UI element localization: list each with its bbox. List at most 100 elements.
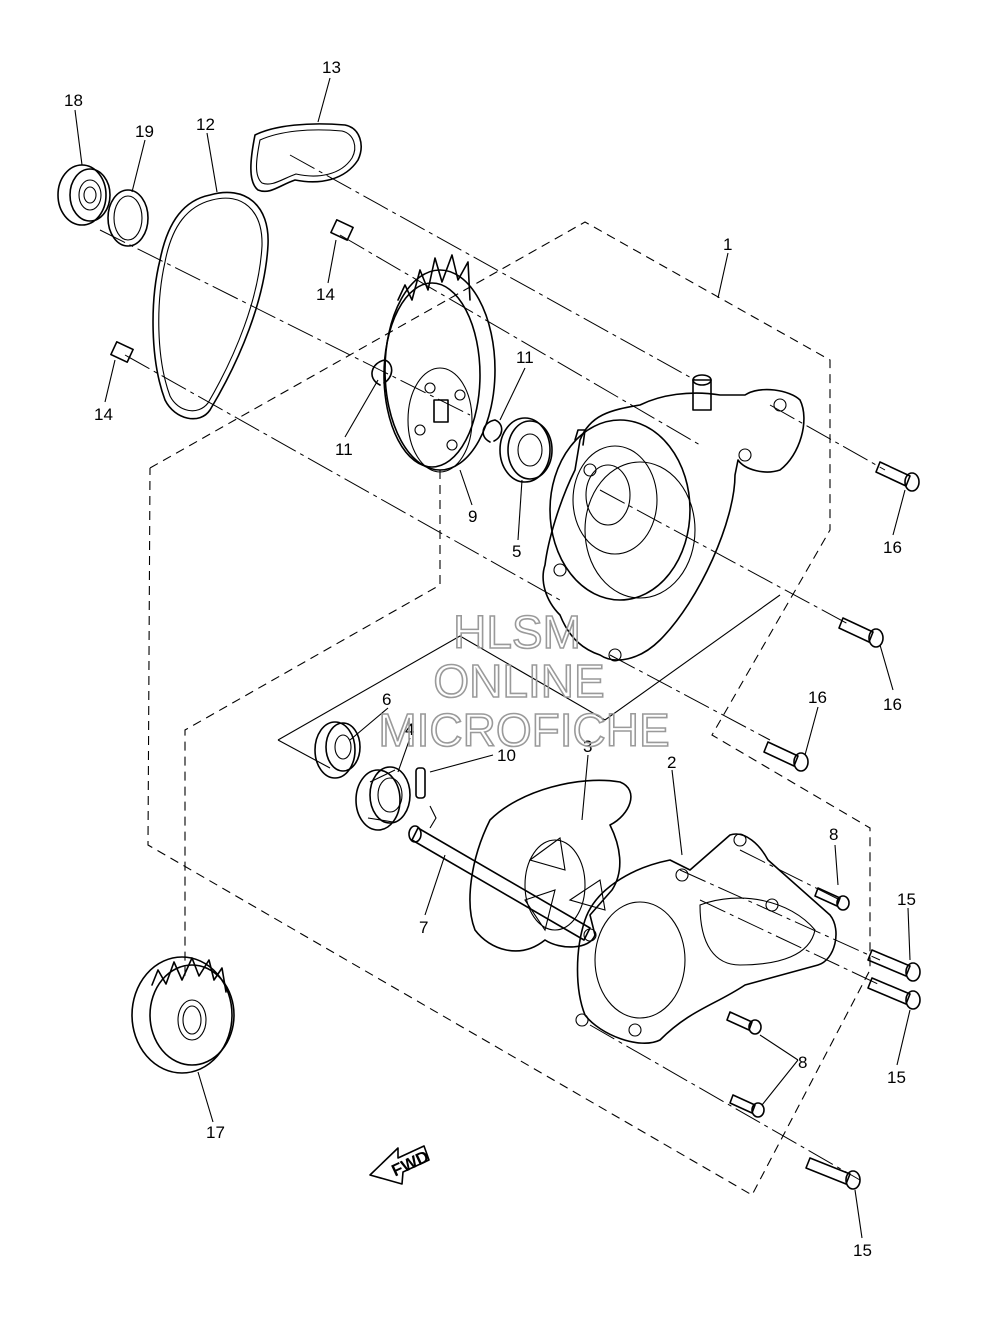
callout-5: 5 [512, 542, 521, 561]
callout-16a: 16 [883, 538, 902, 557]
callout-15b: 15 [887, 1068, 906, 1087]
axis-line-seal [289, 154, 696, 381]
leader-13 [317, 77, 331, 123]
axis-line-bolt-16a [769, 404, 886, 471]
leader-7 [424, 854, 446, 916]
pump-housing-1 [542, 374, 805, 662]
bolt-16c [763, 741, 809, 772]
leader-19 [131, 139, 146, 193]
axis-line-bolt-15b [699, 899, 881, 986]
impeller-shaft-7 [408, 805, 591, 941]
callout-11a: 11 [335, 440, 353, 459]
callout-6: 6 [382, 690, 391, 709]
callout-19: 19 [135, 122, 154, 141]
callout-14a: 14 [316, 285, 335, 304]
callout-12: 12 [196, 115, 215, 134]
leader-15b [896, 1009, 911, 1066]
axis-line-bolt-15 [679, 869, 881, 961]
assembly-1-boundary [147, 221, 871, 1196]
callout-8a: 8 [829, 825, 838, 844]
watermark-line2: ONLINE [433, 655, 604, 707]
bolt-8b [726, 1011, 762, 1035]
gasket-13 [250, 123, 362, 193]
clip-11a [371, 359, 393, 386]
pump-body-2 [575, 833, 837, 1044]
mechanical-seal-4 [355, 766, 411, 831]
dowel-pin-14b [110, 341, 134, 363]
callout-4: 4 [405, 720, 414, 739]
leader-18 [74, 109, 83, 166]
pin-10 [415, 767, 426, 799]
bolt-15b [867, 977, 921, 1010]
dowel-pin-14a [330, 219, 354, 241]
callout-10: 10 [497, 746, 516, 765]
bolt-15a [867, 949, 921, 982]
leader-4 [397, 737, 411, 773]
o-ring-12-inner [158, 197, 263, 412]
circlip-19 [107, 189, 149, 247]
leader-9 [459, 469, 473, 506]
impeller-3 [469, 779, 632, 952]
leader-10 [429, 754, 494, 773]
leader-16c [804, 706, 819, 756]
leader-17 [197, 1071, 214, 1123]
callout-8b: 8 [798, 1053, 807, 1072]
watermark-line3: MICROFICHE [378, 704, 669, 756]
axis-line-bolt-16b [599, 489, 851, 626]
leader-1 [717, 252, 729, 299]
leader-6 [349, 707, 389, 741]
group-bracket-line-2 [277, 739, 331, 769]
leader-16a [892, 489, 906, 536]
callout-2: 2 [667, 753, 676, 772]
gear-9 [383, 254, 496, 473]
callout-11b: 11 [516, 348, 534, 367]
bolt-16a [875, 461, 920, 492]
forward-arrow-icon: FWD [369, 1145, 432, 1185]
bolt-8a [814, 887, 850, 911]
leader-8a [834, 844, 839, 886]
bolt-16b [838, 617, 884, 648]
leader-12 [206, 132, 218, 193]
callout-1: 1 [723, 235, 732, 254]
axis-line-gear [99, 229, 471, 416]
callout-15a: 15 [897, 890, 916, 909]
leader-14a [327, 239, 337, 284]
callout-14b: 14 [94, 405, 113, 424]
callout-16b: 16 [883, 695, 902, 714]
axis-line-bolt-16c [609, 654, 771, 741]
axis-line-bolt-8 [739, 849, 841, 901]
bearing-18 [57, 164, 111, 226]
gasket-13-inner [255, 129, 356, 185]
leader-14b [104, 359, 116, 403]
leader-8b [759, 1034, 799, 1106]
leader-15c [854, 1189, 863, 1239]
callout-7: 7 [419, 918, 428, 937]
callout-13: 13 [322, 58, 341, 77]
callout-9: 9 [468, 507, 477, 526]
gear-17 [131, 956, 235, 1074]
axis-line-dowel-1 [339, 234, 701, 446]
leader-15a [907, 907, 911, 961]
leader-16b [879, 644, 894, 691]
callout-18: 18 [64, 91, 83, 110]
bearing-5 [499, 417, 553, 483]
leader-2 [671, 769, 683, 856]
oil-seal-6 [314, 721, 361, 779]
assembly-inner-dash [184, 470, 441, 980]
o-ring-12 [152, 191, 269, 420]
leader-11a [344, 379, 379, 438]
group-bracket-line [277, 594, 781, 741]
callout-16c: 16 [808, 688, 827, 707]
callout-15c: 15 [853, 1241, 872, 1260]
axis-line-dowel-2 [124, 354, 561, 601]
leader-3 [581, 754, 589, 821]
bolt-8c [729, 1094, 765, 1118]
leader-5 [517, 479, 523, 541]
callout-3: 3 [583, 737, 592, 756]
axis-line-bolt-15c [589, 1024, 861, 1181]
leader-11b [499, 367, 526, 421]
bolt-15c [805, 1157, 861, 1190]
callout-17: 17 [206, 1123, 225, 1142]
watermark-line1: HLSM [453, 606, 581, 658]
